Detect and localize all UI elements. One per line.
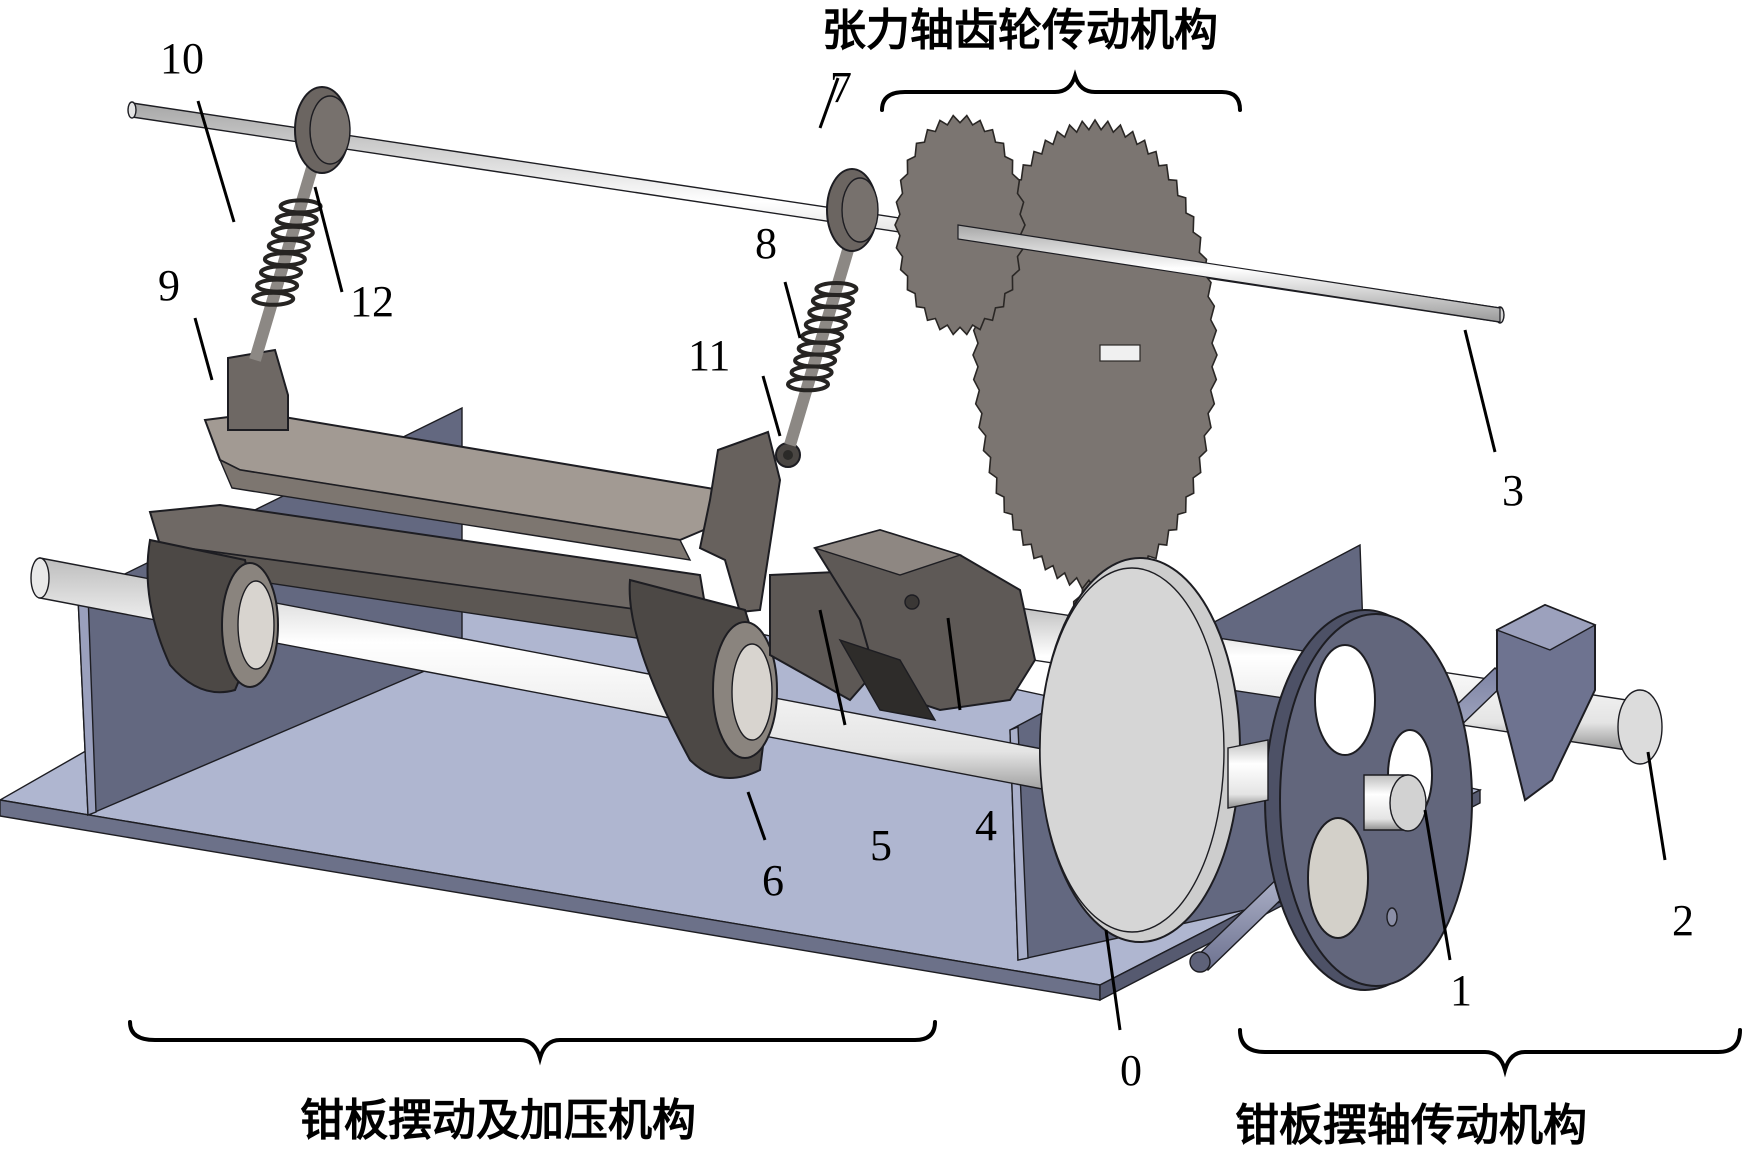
callout-6: 6 bbox=[762, 856, 784, 905]
drive-shaft-end-face bbox=[1617, 689, 1663, 765]
leader-5 bbox=[818, 609, 847, 726]
leader-12 bbox=[313, 186, 344, 293]
callout-4: 4 bbox=[975, 801, 997, 850]
callout-0: 0 bbox=[1120, 1046, 1142, 1095]
clamp-shaft-drive-assembly bbox=[1039, 557, 1597, 991]
caption-tension-gear-drive: 张力轴齿轮传动机构 bbox=[822, 5, 1218, 56]
caption-clamp-shaft-drive: 钳板摆轴传动机构 bbox=[1235, 1100, 1587, 1151]
leader-8 bbox=[783, 281, 802, 339]
callout-5: 5 bbox=[870, 821, 892, 870]
leader-6 bbox=[746, 791, 767, 841]
callout-2: 2 bbox=[1672, 896, 1694, 945]
clamp-plate-assembly bbox=[146, 86, 1037, 779]
leader-3 bbox=[1463, 329, 1497, 453]
group-braces bbox=[128, 69, 1742, 1078]
callout-8: 8 bbox=[755, 219, 777, 268]
leader-4 bbox=[946, 617, 962, 711]
brace-bottom-right bbox=[1238, 1028, 1742, 1078]
leader-11 bbox=[761, 375, 782, 437]
callout-numbers: 0 1 2 3 4 5 6 7 8 9 10 11 12 bbox=[158, 34, 1694, 1095]
left-spring-coil bbox=[251, 290, 296, 307]
caption-clamp-swing-press: 钳板摆动及加压机构 bbox=[300, 1095, 696, 1146]
collar-7 bbox=[826, 168, 879, 252]
leader-0 bbox=[1104, 929, 1122, 1031]
right-spring-coil bbox=[786, 376, 830, 393]
callout-1: 1 bbox=[1450, 966, 1472, 1015]
right-pivot-arm bbox=[698, 430, 782, 614]
tension-shaft-front-segment bbox=[957, 224, 1501, 323]
callout-11: 11 bbox=[688, 331, 730, 380]
cam-block bbox=[812, 528, 1037, 721]
leader-7 bbox=[818, 77, 840, 129]
leader-2 bbox=[1646, 751, 1667, 861]
leader-9 bbox=[193, 317, 214, 381]
gear-pin bbox=[1099, 344, 1141, 362]
right-upright-front-edge bbox=[1009, 726, 1029, 961]
brace-top bbox=[880, 69, 1242, 112]
callout-3: 3 bbox=[1502, 466, 1524, 515]
callout-10: 10 bbox=[160, 34, 204, 83]
leader-lines bbox=[193, 77, 1667, 1031]
brace-bottom-left bbox=[128, 1020, 937, 1066]
left-bearing-seat bbox=[146, 538, 279, 694]
crank-pin bbox=[1363, 774, 1427, 832]
callout-9: 9 bbox=[158, 261, 180, 310]
callout-7: 7 bbox=[830, 63, 852, 112]
callout-12: 12 bbox=[350, 277, 394, 326]
right-bearing-seat bbox=[628, 578, 778, 779]
springs bbox=[249, 166, 859, 447]
left-pivot-bracket bbox=[227, 348, 289, 431]
leader-1 bbox=[1423, 809, 1452, 961]
leader-10 bbox=[196, 100, 236, 223]
collar-12 bbox=[294, 86, 351, 174]
